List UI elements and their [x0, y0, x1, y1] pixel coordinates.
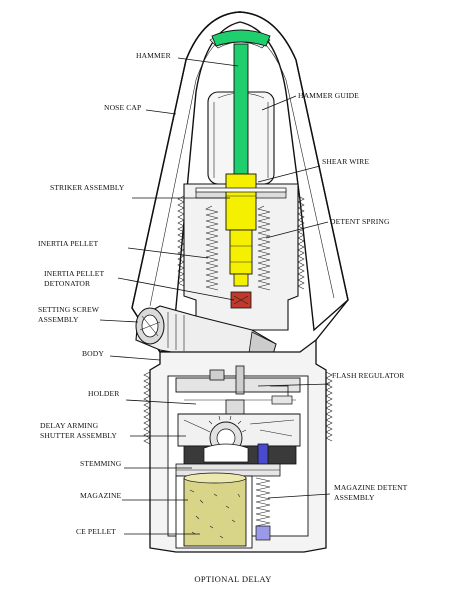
label-inertia-pellet-detonator-line2: DETONATOR [44, 279, 91, 288]
ce-pellet [183, 472, 247, 547]
label-striker-assembly: STRIKER ASSEMBLY [50, 183, 125, 192]
label-shear-wire: SHEAR WIRE [322, 157, 369, 166]
label-nose-cap: NOSE CAP [104, 103, 141, 112]
label-hammer-guide: HAMMER GUIDE [298, 91, 359, 100]
label-inertia-pellet: INERTIA PELLET [38, 239, 98, 248]
labels: HAMMER HAMMER GUIDE NOSE CAP SHEAR WIRE … [38, 51, 408, 536]
label-inertia-pellet-detonator-line1: INERTIA PELLET [44, 269, 104, 278]
leader-lines [99, 57, 331, 535]
striker-assembly [195, 173, 287, 287]
label-delay-arming-line2: SHUTTER ASSEMBLY [40, 431, 117, 440]
label-magazine-detent-line2: ASSEMBLY [334, 493, 375, 502]
hammer [211, 29, 271, 177]
label-delay-arming-line1: DELAY ARMING [40, 421, 99, 430]
label-stemming: STEMMING [80, 459, 122, 468]
inertia-pellet-detonator [230, 291, 252, 309]
label-ce-pellet: CE PELLET [76, 527, 116, 536]
label-setting-screw-line1: SETTING SCREW [38, 305, 100, 314]
label-hammer: HAMMER [136, 51, 172, 60]
label-body: BODY [82, 349, 104, 358]
figure-caption: OPTIONAL DELAY [194, 574, 271, 584]
label-holder: HOLDER [88, 389, 120, 398]
detent-spring-coil [205, 205, 271, 291]
label-magazine-detent-line1: MAGAZINE DETENT [334, 483, 408, 492]
label-detent-spring: DETENT SPRING [330, 217, 390, 226]
label-flash-regulator: FLASH REGULATOR [332, 371, 405, 380]
label-magazine: MAGAZINE [80, 491, 122, 500]
label-setting-screw-line2: ASSEMBLY [38, 315, 79, 324]
delay-arming-shutter-assembly [177, 413, 301, 465]
